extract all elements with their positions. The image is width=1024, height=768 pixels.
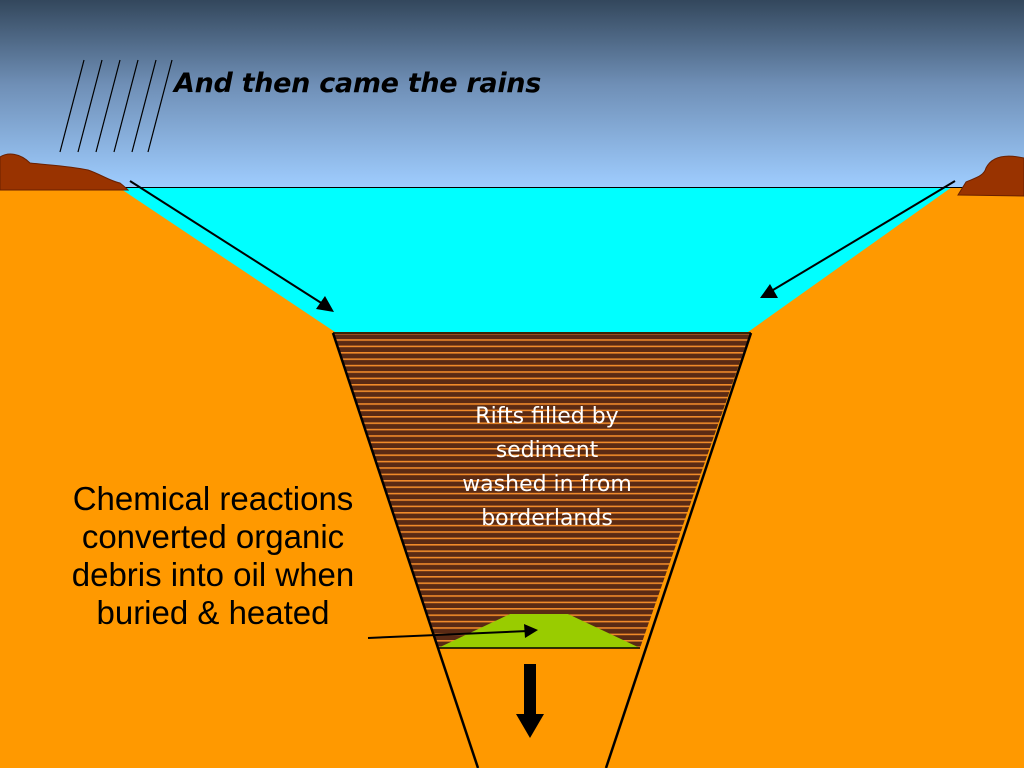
oil-lens <box>438 614 640 648</box>
slide-title: And then came the rains <box>174 68 542 99</box>
left-fault-line <box>331 332 480 768</box>
sediment-fill <box>333 333 750 648</box>
sky <box>0 0 1024 188</box>
left-runoff-arrow-icon <box>129 180 334 312</box>
oil-formation-label: Chemical reactions converted organic deb… <box>71 480 355 631</box>
oil-pointer-arrow-icon <box>367 624 538 639</box>
right-fault-line <box>604 332 753 768</box>
water-basin <box>118 187 952 332</box>
rift-sediment-label: Rifts filled by sediment washed in from … <box>462 404 632 531</box>
rain-streaks-icon <box>59 59 173 153</box>
right-rock-outcrop <box>957 155 1024 197</box>
right-runoff-arrow-icon <box>760 180 956 298</box>
left-rock-outcrop <box>0 153 130 191</box>
down-arrow-icon <box>516 664 544 738</box>
